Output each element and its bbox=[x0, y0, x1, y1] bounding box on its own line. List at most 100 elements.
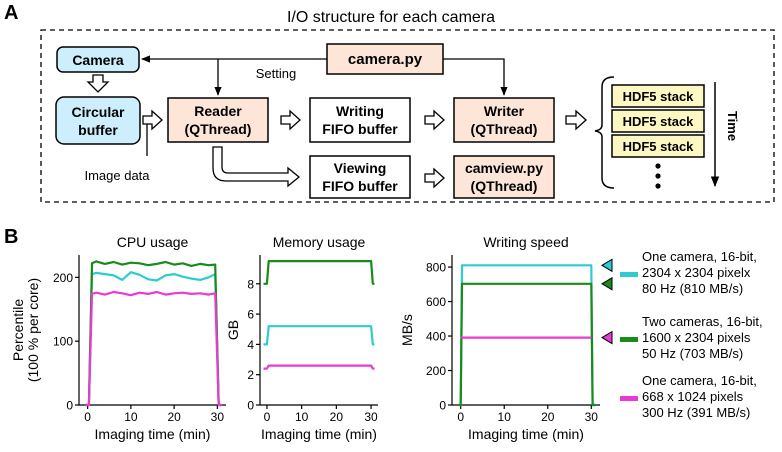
hdf5-stack-3-label: HDF5 stack bbox=[623, 139, 695, 154]
x-tick-label: 20 bbox=[167, 410, 181, 424]
x-axis-label: Imaging time (min) bbox=[261, 426, 377, 442]
speed-marker-1 bbox=[601, 258, 613, 273]
y-tick-label: 2 bbox=[247, 368, 254, 382]
circular-buffer-label-2: buffer bbox=[78, 122, 118, 138]
chart-title: Writing speed bbox=[483, 234, 568, 250]
arrow-buffer-to-reader bbox=[142, 109, 163, 131]
viewing-fifo-label-1: Viewing bbox=[334, 160, 387, 176]
circular-buffer-box bbox=[55, 96, 141, 145]
arrow-writer-to-hdf5 bbox=[565, 109, 587, 131]
io-structure-frame bbox=[40, 29, 775, 203]
speed-marker-3 bbox=[601, 330, 613, 345]
legend-text-line: 2304 x 2304 pixelx bbox=[642, 265, 751, 280]
arrow-reader-to-writing-fifo bbox=[280, 109, 301, 131]
arrow-reader-to-viewing-fifo bbox=[212, 146, 301, 188]
y-axis-label: GB bbox=[225, 320, 241, 340]
writer-box bbox=[453, 97, 555, 143]
more-stacks-dots bbox=[655, 163, 661, 189]
image-data-label: Image data bbox=[84, 168, 150, 183]
panel-a-title: I/O structure for each camera bbox=[287, 9, 495, 26]
legend-text-line: One camera, 16-bit, bbox=[642, 249, 757, 264]
y-axis-label-1: Percentile bbox=[10, 299, 26, 361]
camview-box bbox=[453, 155, 555, 199]
y-tick-label: 600 bbox=[426, 295, 446, 309]
x-tick-label: 20 bbox=[541, 410, 555, 424]
series-line-1 bbox=[85, 271, 222, 407]
y-tick-label: 4 bbox=[247, 338, 254, 352]
reader-label-2: (QThread) bbox=[185, 121, 252, 137]
x-tick-label: 10 bbox=[295, 410, 309, 424]
reader-label-1: Reader bbox=[194, 103, 242, 119]
legend-swatch bbox=[620, 272, 638, 277]
y-tick-label: 200 bbox=[426, 364, 446, 378]
x-tick-label: 10 bbox=[124, 410, 138, 424]
viewing-fifo-label-2: FIFO buffer bbox=[322, 178, 398, 194]
y-tick-label: 8 bbox=[247, 277, 254, 291]
legend-text-line: 1600 x 2304 pixels bbox=[642, 330, 751, 345]
panel-a-label: A bbox=[4, 2, 18, 24]
camera-py-box bbox=[326, 43, 444, 75]
legend-item-3: One camera, 16-bit,668 x 1024 pixels300 … bbox=[620, 373, 757, 420]
arrow-viewing-fifo-to-camview bbox=[424, 167, 445, 189]
series-line-1 bbox=[263, 260, 375, 285]
series-line-2 bbox=[263, 325, 375, 346]
arrow-camera-to-buffer bbox=[86, 74, 110, 93]
legend-item-2: Two cameras, 16-bit,1600 x 2304 pixels50… bbox=[620, 314, 763, 361]
circular-buffer-label-1: Circular bbox=[72, 104, 125, 120]
y-tick-label: 0 bbox=[439, 399, 446, 413]
x-tick-label: 30 bbox=[585, 410, 599, 424]
panel-a: A I/O structure for each camera Camera c… bbox=[4, 2, 775, 203]
camera-py-label: camera.py bbox=[348, 51, 423, 68]
legend-text-line: 50 Hz (703 MB/s) bbox=[642, 346, 743, 361]
x-tick-label: 0 bbox=[264, 410, 271, 424]
camera-box-label: Camera bbox=[72, 52, 124, 68]
series-line-3 bbox=[85, 290, 222, 407]
setting-label: Setting bbox=[256, 66, 296, 81]
y-tick-label: 800 bbox=[426, 261, 446, 275]
hdf5-stack-1 bbox=[611, 84, 705, 108]
x-tick-label: 30 bbox=[364, 410, 378, 424]
chart-3: Writing speed 0 200 400 600 800 0 10 20 30Imaging… bbox=[399, 234, 613, 442]
speed-marker-2 bbox=[601, 276, 613, 291]
legend-text-line: 80 Hz (810 MB/s) bbox=[642, 281, 743, 296]
hdf5-stack-3 bbox=[611, 134, 705, 158]
y-tick-label: 100 bbox=[53, 335, 73, 349]
legend-swatch bbox=[620, 337, 638, 342]
legend-text-line: Two cameras, 16-bit, bbox=[642, 314, 763, 329]
writer-label-2: (QThread) bbox=[471, 121, 538, 137]
viewing-fifo-box bbox=[309, 155, 411, 199]
y-tick-label: 400 bbox=[426, 330, 446, 344]
x-tick-label: 20 bbox=[330, 410, 344, 424]
stack-bracket bbox=[594, 76, 615, 189]
x-axis-label: Imaging time (min) bbox=[468, 426, 584, 442]
legend-swatch bbox=[620, 396, 638, 401]
hdf5-stack-1-label: HDF5 stack bbox=[623, 89, 695, 104]
x-tick-label: 30 bbox=[211, 410, 225, 424]
x-tick-label: 10 bbox=[498, 410, 512, 424]
x-tick-label: 0 bbox=[457, 410, 464, 424]
legend: One camera, 16-bit,2304 x 2304 pixelx80 … bbox=[620, 249, 763, 420]
series-line-2 bbox=[458, 282, 596, 407]
hdf5-stack-2 bbox=[611, 109, 705, 133]
y-tick-label: 6 bbox=[247, 308, 254, 322]
legend-text-line: 668 x 1024 pixels bbox=[642, 389, 744, 404]
legend-text-line: 300 Hz (391 MB/s) bbox=[642, 405, 750, 420]
chart-title: CPU usage bbox=[117, 234, 189, 250]
series-line-2 bbox=[85, 260, 222, 407]
x-tick-label: 0 bbox=[84, 410, 91, 424]
series-line-1 bbox=[458, 264, 596, 407]
legend-text-line: One camera, 16-bit, bbox=[642, 373, 757, 388]
camera-box bbox=[56, 46, 140, 73]
series-line-3 bbox=[263, 364, 375, 370]
x-axis-label: Imaging time (min) bbox=[95, 426, 211, 442]
y-axis-label: MB/s bbox=[399, 314, 415, 346]
y-axis-label-2: (100 % per core) bbox=[25, 278, 41, 382]
writing-fifo-label-1: Writing bbox=[336, 103, 384, 119]
arrow-writing-fifo-to-writer bbox=[424, 109, 445, 131]
camview-label-1: camview.py bbox=[465, 160, 543, 176]
legend-item-1: One camera, 16-bit,2304 x 2304 pixelx80 … bbox=[620, 249, 757, 296]
hdf5-stack-2-label: HDF5 stack bbox=[623, 114, 695, 129]
